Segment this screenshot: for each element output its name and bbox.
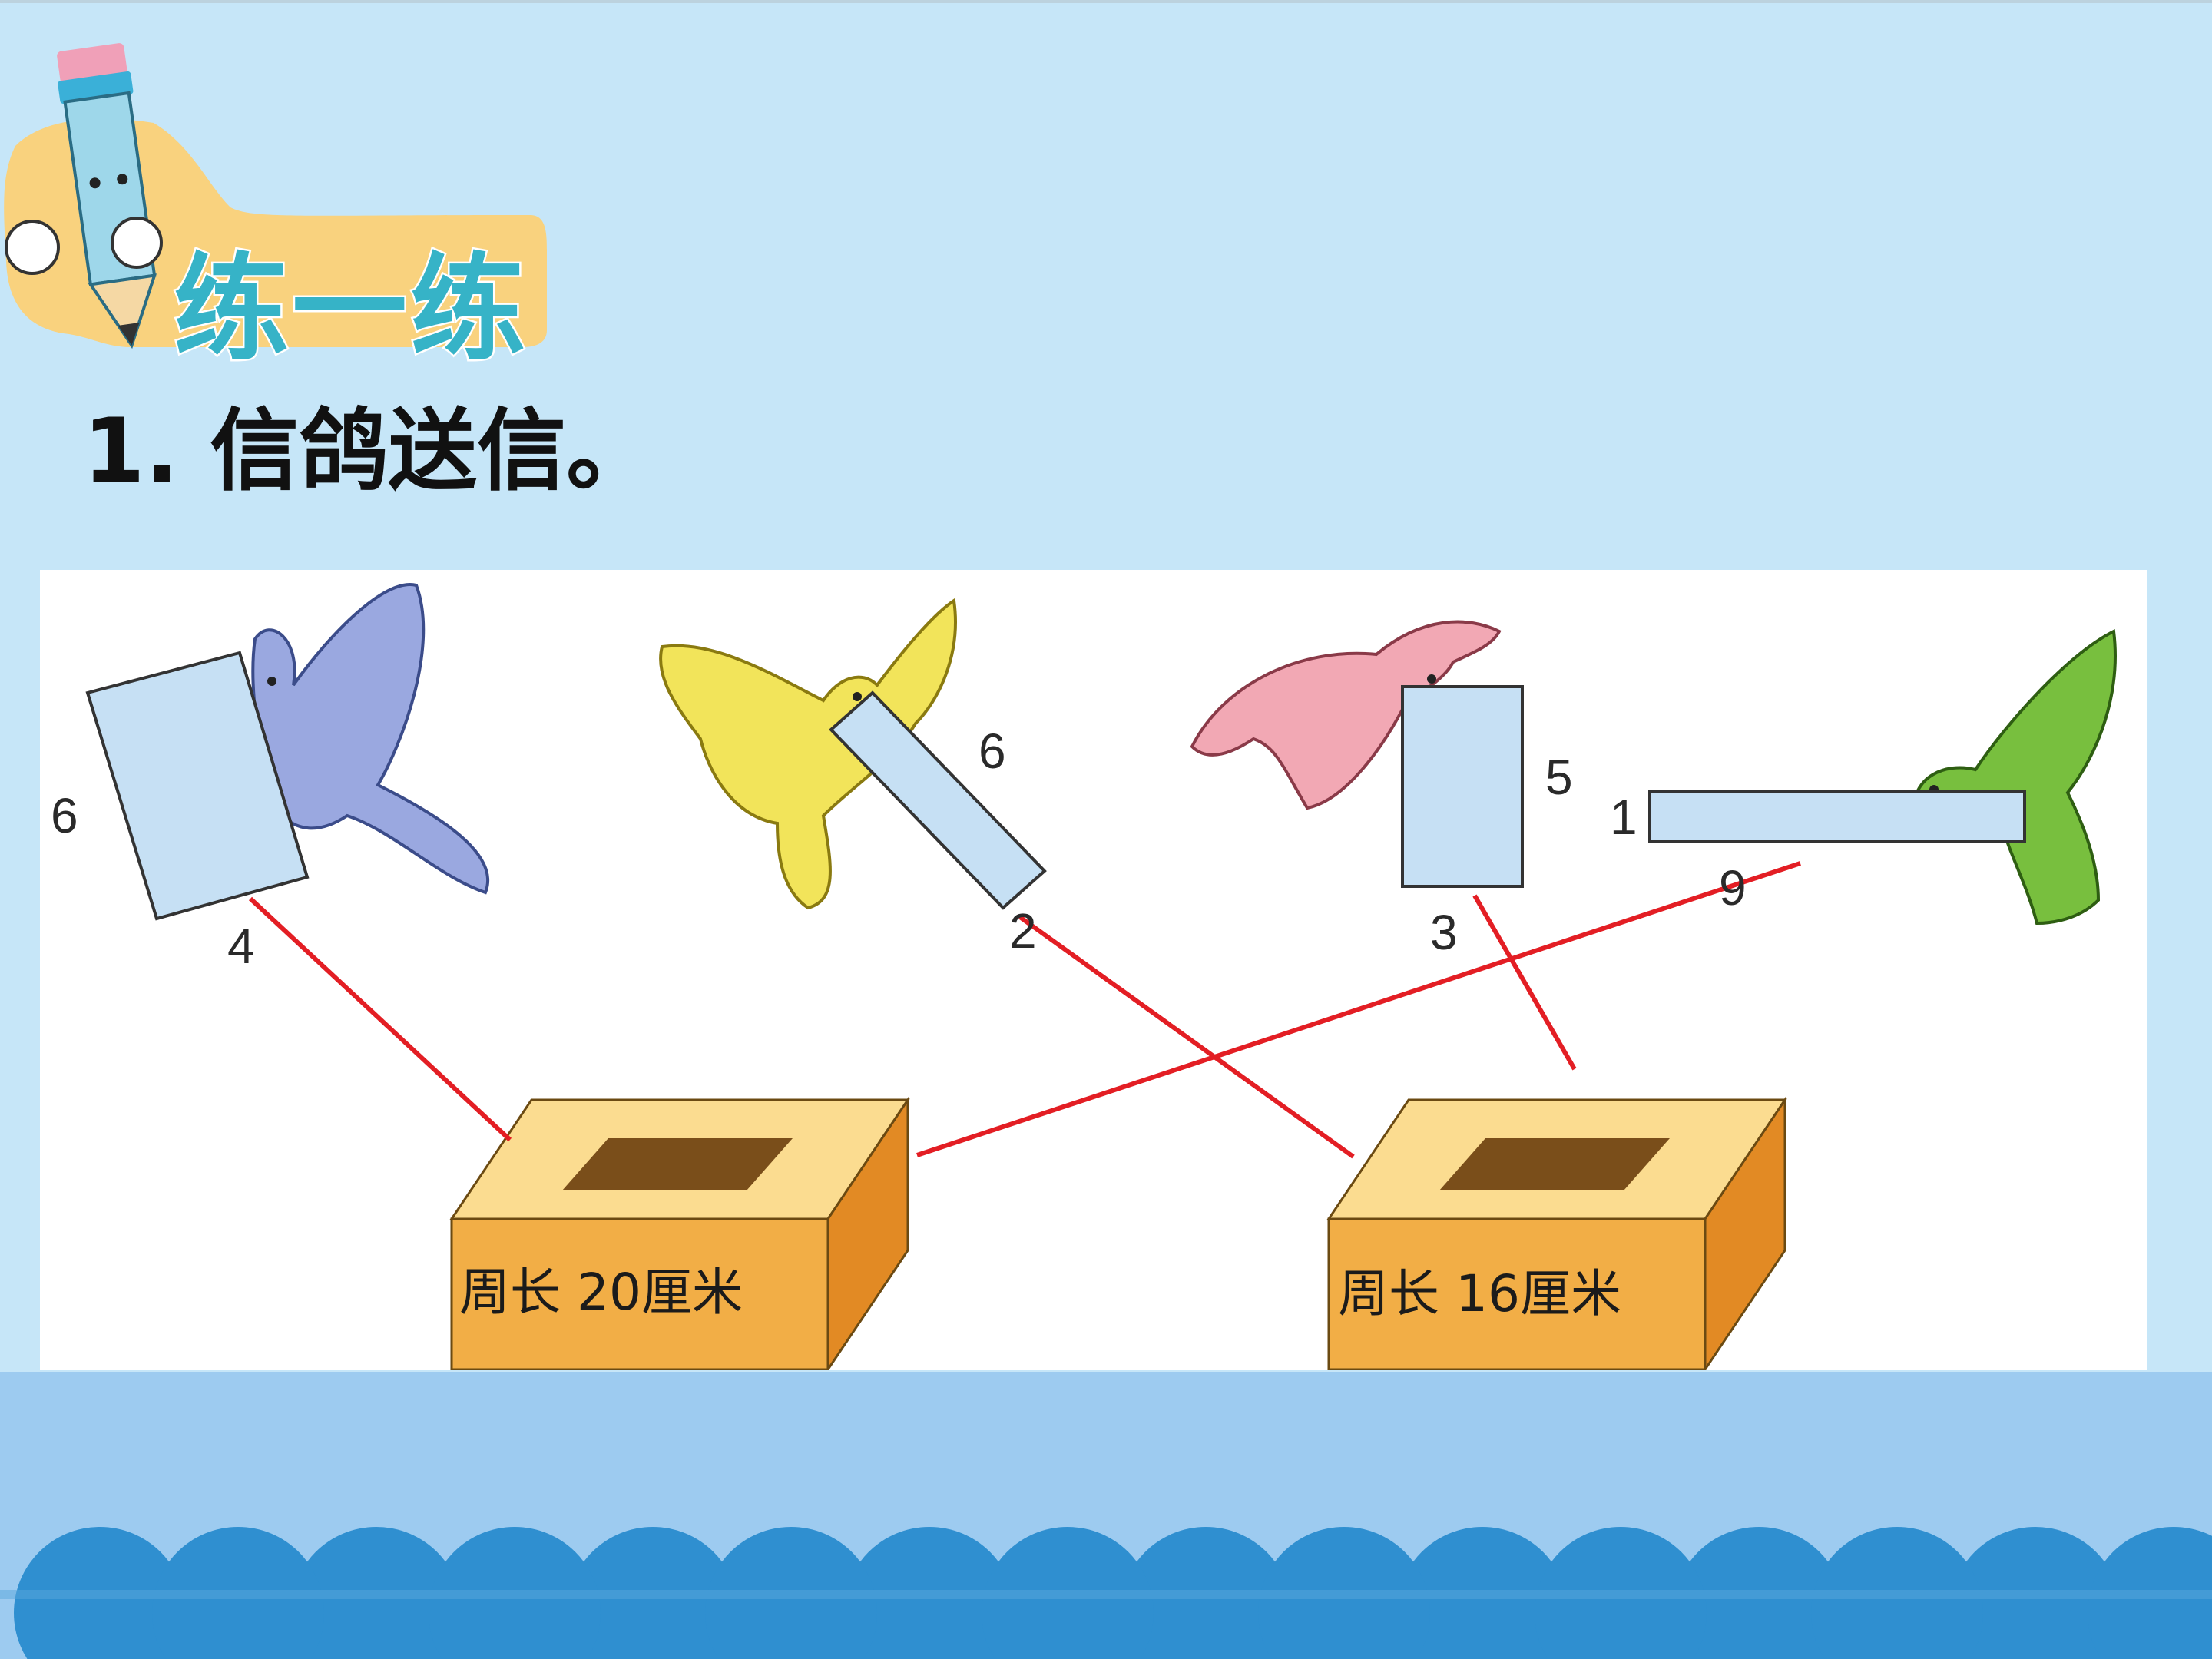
wave-decoration	[0, 1527, 2212, 1659]
pencil-mascot-icon	[4, 43, 547, 349]
blue-side-label: 6	[51, 788, 78, 843]
practice-badge: 练一练	[0, 31, 561, 369]
mailbox-16cm	[1326, 1096, 1787, 1370]
mailbox-20cm	[449, 1096, 910, 1370]
question-title: 1. 信鸽送信。	[83, 399, 656, 503]
yellow-side-label: 6	[979, 724, 1006, 779]
blue-base-label: 4	[227, 919, 255, 974]
line-green-to-box1	[916, 861, 1801, 1157]
green-base-label: 9	[1719, 860, 1747, 916]
pink-side-label: 5	[1545, 750, 1573, 805]
top-divider	[0, 0, 2212, 3]
answer-lines	[248, 861, 1801, 1159]
yellow-base-label: 2	[1009, 903, 1037, 959]
box1-label: 周长 20厘米	[459, 1263, 743, 1322]
blue-pigeon-icon	[85, 583, 490, 921]
pink-base-label: 3	[1430, 905, 1458, 960]
pink-pigeon-icon	[1190, 620, 1524, 888]
line-pink-to-box2	[1472, 894, 1577, 1071]
green-side-label: 1	[1610, 790, 1637, 845]
badge-title: 练一练	[171, 243, 529, 376]
yellow-pigeon-icon	[659, 598, 1047, 910]
line-yellow-to-box2	[1018, 915, 1355, 1159]
box2-label: 周长 16厘米	[1338, 1264, 1621, 1323]
line-blue-to-box1	[248, 896, 512, 1142]
illustration-panel: 6 4 6 2 5 3 1 9 周长 20厘米 周长 16厘米	[40, 570, 2147, 1370]
green-pigeon-icon	[1648, 628, 2117, 926]
